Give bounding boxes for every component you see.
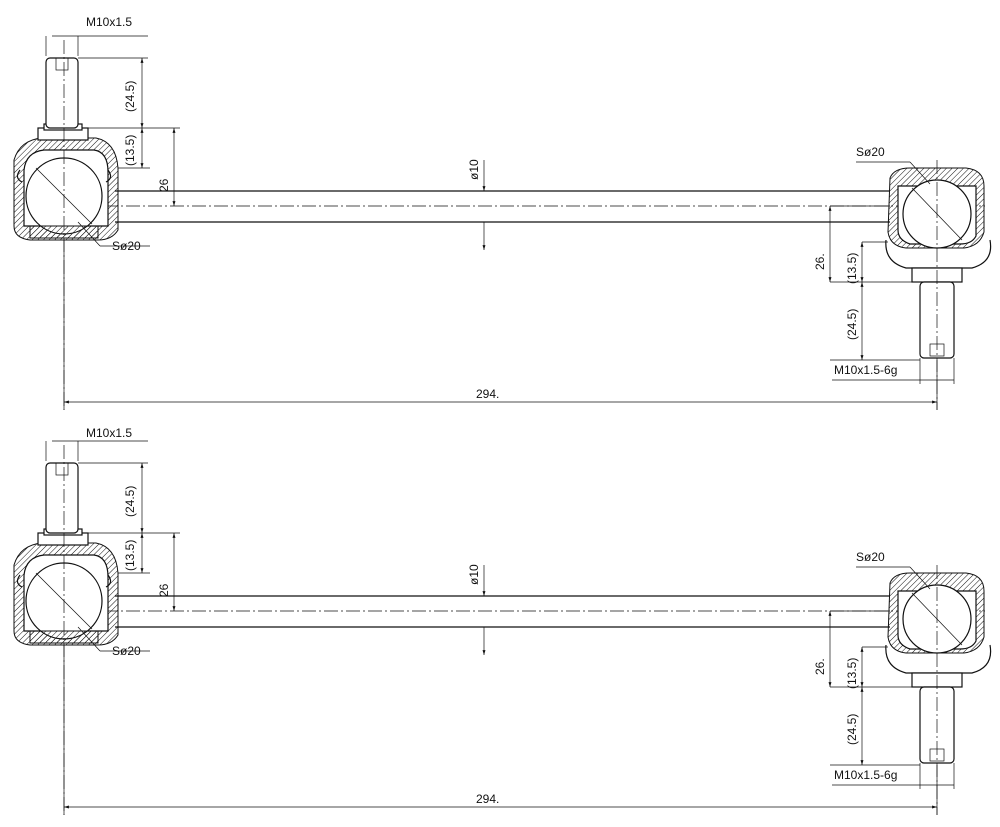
top-stud-length-label: (24.5) — [123, 486, 137, 517]
dimension-labels: M10x1.5 (24.5) (13.5) 26 Sø20 ø10 Sø20 2… — [86, 15, 897, 401]
drawing-2: M10x1.5 (24.5) (13.5) 26 Sø20 ø10 Sø20 2… — [13, 426, 992, 815]
left-sphere-label: Sø20 — [112, 644, 141, 658]
right-sphere-label: Sø20 — [856, 145, 885, 159]
top-head-length-label: (13.5) — [123, 540, 137, 571]
bottom-total-label: 26. — [813, 253, 827, 270]
stabilizer-rod — [60, 190, 985, 223]
overall-length-label: 294. — [476, 387, 499, 401]
dimensions — [45, 35, 955, 404]
drawing-1: M10x1.5 (24.5) (13.5) 26 Sø20 ø10 Sø20 2… — [13, 15, 992, 410]
stabilizer-rod — [60, 595, 985, 628]
top-total-label: 26 — [157, 583, 171, 597]
left-sphere-label: Sø20 — [112, 239, 141, 253]
bottom-total-label: 26. — [813, 658, 827, 675]
top-thread-label: M10x1.5 — [86, 426, 132, 440]
right-sphere-label: Sø20 — [856, 550, 885, 564]
bottom-thread-label: M10x1.5-6g — [834, 768, 897, 782]
top-stud-length-label: (24.5) — [123, 81, 137, 112]
dimensions — [45, 440, 955, 809]
top-head-length-label: (13.5) — [123, 135, 137, 166]
left-ball-joint — [13, 528, 119, 646]
left-ball-joint — [13, 123, 119, 241]
right-ball-joint — [885, 167, 992, 283]
rod-diameter-label: ø10 — [467, 564, 481, 585]
overall-length-label: 294. — [476, 792, 499, 806]
top-total-label: 26 — [157, 178, 171, 192]
bottom-stud-length-label: (24.5) — [845, 714, 859, 745]
rod-diameter-label: ø10 — [467, 159, 481, 180]
bottom-head-length-label: (13.5) — [845, 253, 859, 284]
bottom-stud-length-label: (24.5) — [845, 309, 859, 340]
top-thread-label: M10x1.5 — [86, 15, 132, 29]
bottom-thread-label: M10x1.5-6g — [834, 363, 897, 377]
right-ball-joint — [885, 572, 992, 688]
bottom-head-length-label: (13.5) — [845, 658, 859, 689]
dimension-labels: M10x1.5 (24.5) (13.5) 26 Sø20 ø10 Sø20 2… — [86, 426, 897, 806]
